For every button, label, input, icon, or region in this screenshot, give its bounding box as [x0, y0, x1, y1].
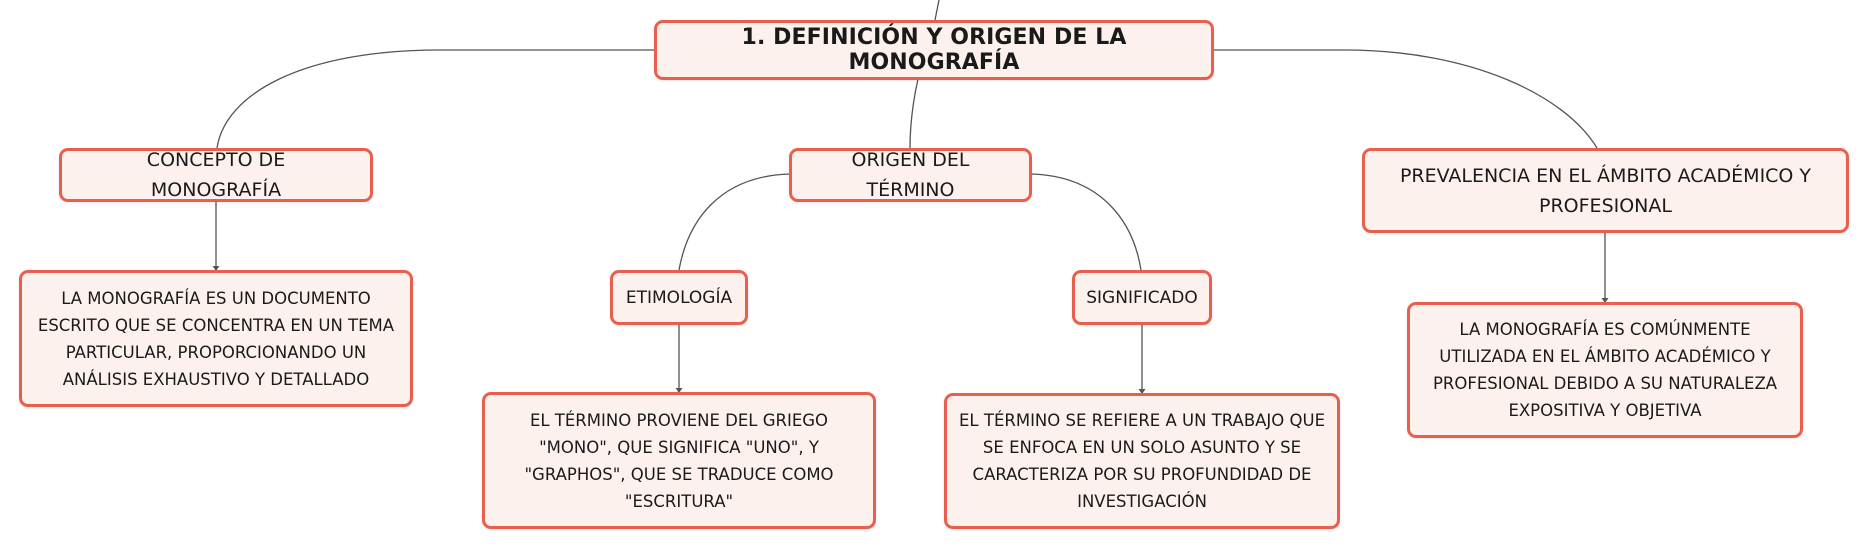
subtopic-etimologia[interactable]: ETIMOLOGÍA	[610, 270, 748, 325]
detail-etimologia-text: EL TÉRMINO PROVIENE DEL GRIEGO "MONO", Q…	[524, 410, 834, 511]
detail-concepto[interactable]: LA MONOGRAFÍA ES UN DOCUMENTO ESCRITO QU…	[19, 270, 413, 407]
topic-concepto[interactable]: CONCEPTO DE MONOGRAFÍA	[59, 148, 373, 202]
root-topic-label: 1. DEFINICIÓN Y ORIGEN DE LA MONOGRAFÍA	[741, 25, 1127, 75]
topic-origen[interactable]: ORIGEN DEL TÉRMINO	[789, 148, 1032, 202]
detail-prevalencia[interactable]: LA MONOGRAFÍA ES COMÚNMENTE UTILIZADA EN…	[1407, 302, 1803, 438]
topic-concepto-label: CONCEPTO DE MONOGRAFÍA	[146, 149, 286, 201]
connector-line-root-origen	[909, 78, 919, 149]
connector-arrow-etimologia-detail	[675, 388, 683, 393]
subtopic-significado-label: SIGNIFICADO	[1086, 287, 1198, 308]
connector-arrow-significado-detail	[1138, 389, 1146, 394]
detail-prevalencia-text: LA MONOGRAFÍA ES COMÚNMENTE UTILIZADA EN…	[1432, 320, 1778, 420]
detail-significado-text: EL TÉRMINO SE REFIERE A UN TRABAJO QUE S…	[959, 411, 1326, 511]
detail-concepto-text: LA MONOGRAFÍA ES UN DOCUMENTO ESCRITO QU…	[37, 288, 395, 389]
subtopic-significado[interactable]: SIGNIFICADO	[1072, 270, 1212, 325]
detail-etimologia[interactable]: EL TÉRMINO PROVIENE DEL GRIEGO "MONO", Q…	[482, 392, 876, 529]
connector-line-root-parent	[934, 0, 940, 21]
connector-line-origen-etimologia	[678, 173, 791, 271]
connector-arrow-concepto-detail	[212, 266, 220, 271]
subtopic-etimologia-label: ETIMOLOGÍA	[625, 287, 733, 308]
connector-arrow-prevalencia-detail	[1601, 298, 1609, 303]
root-topic[interactable]: 1. DEFINICIÓN Y ORIGEN DE LA MONOGRAFÍA	[654, 20, 1214, 80]
topic-prevalencia[interactable]: PREVALENCIA EN EL ÁMBITO ACADÉMICO Y PRO…	[1362, 148, 1849, 233]
connector-line-origen-significado	[1030, 173, 1142, 271]
detail-significado[interactable]: EL TÉRMINO SE REFIERE A UN TRABAJO QUE S…	[944, 393, 1340, 529]
connector-line-root-concepto	[216, 49, 654, 149]
topic-prevalencia-label: PREVALENCIA EN EL ÁMBITO ACADÉMICO Y PRO…	[1399, 164, 1812, 217]
topic-origen-label: ORIGEN DEL TÉRMINO	[851, 149, 970, 201]
connector-line-root-prevalencia	[1212, 49, 1598, 149]
